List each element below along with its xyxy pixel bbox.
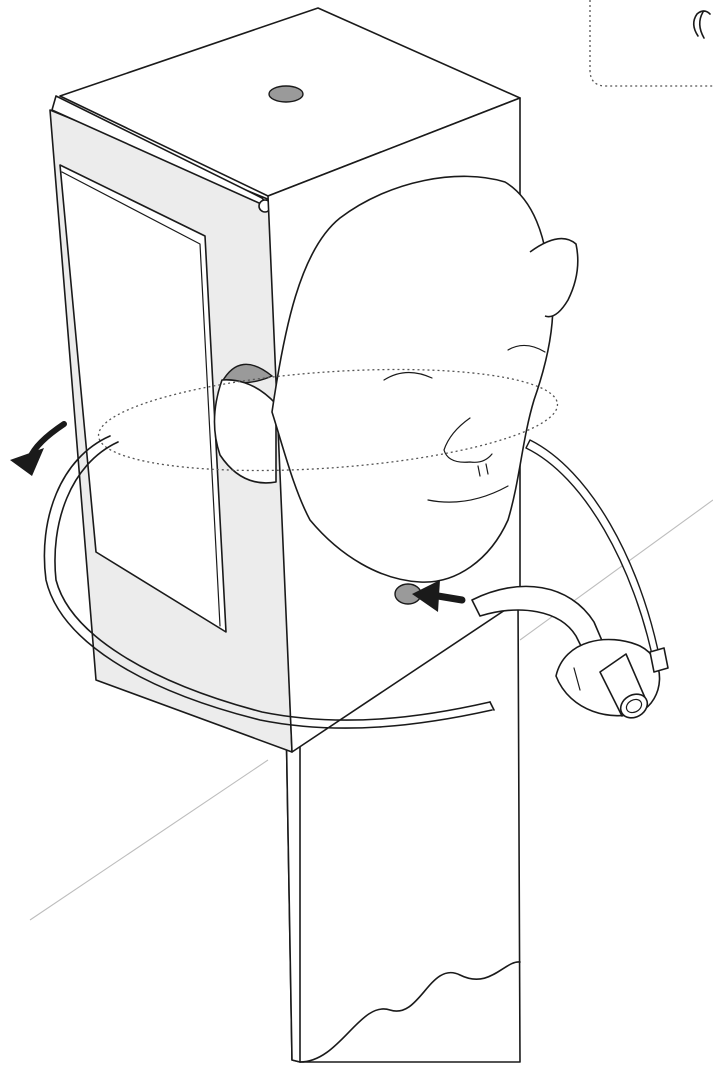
floor-line-left <box>30 760 268 920</box>
block-side-panel <box>60 165 226 632</box>
top-mount-hole <box>269 86 303 102</box>
strap-clip <box>650 648 668 672</box>
inset-border <box>590 0 713 86</box>
inset-symbol-icon <box>694 11 710 38</box>
rotate-arrow-icon <box>10 424 64 476</box>
inset-callout-box <box>590 0 713 86</box>
floor-line-right <box>520 500 713 640</box>
stand-post-edge <box>286 715 300 1062</box>
